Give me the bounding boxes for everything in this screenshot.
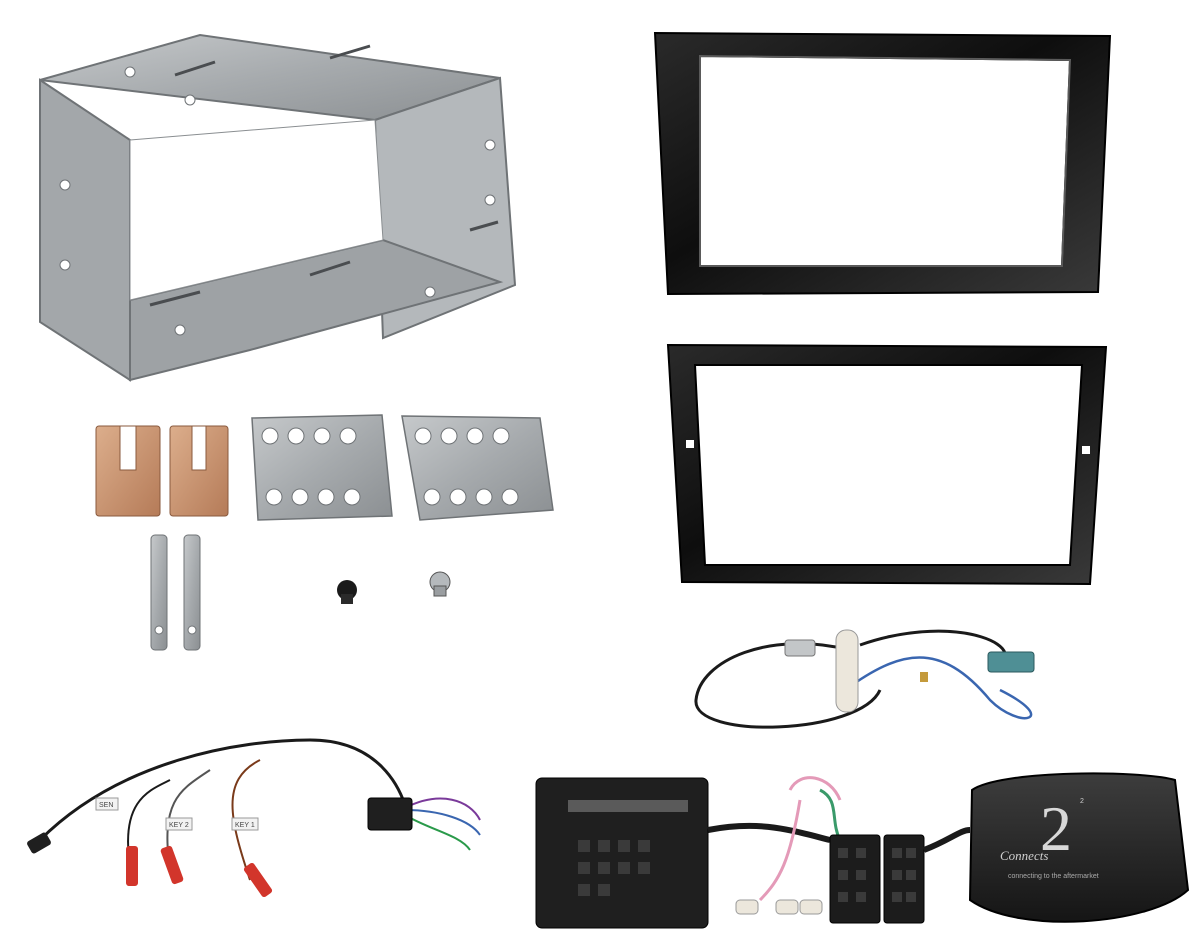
vehicle-harness	[535, 776, 971, 929]
connects2-brand: Connects	[1000, 848, 1048, 863]
antenna-adapter	[694, 629, 1035, 729]
fascia-frame	[653, 31, 1112, 296]
screws	[337, 571, 451, 604]
metal-cage	[39, 33, 517, 382]
connects2-logo-number: 2	[1040, 793, 1072, 864]
harness-tag-key1: KEY 1	[235, 822, 255, 829]
harness-tag-key2: KEY 2	[169, 822, 189, 829]
copper-clips	[95, 425, 229, 517]
mounting-plates	[251, 414, 554, 521]
steering-control-harness: SEN KEY 2 KEY 1	[27, 738, 481, 898]
connects2-brand-superscript: 2	[1080, 798, 1084, 805]
stalk-interface-box: 2 Connects 2 connecting to the aftermark…	[968, 772, 1190, 923]
release-keys	[150, 534, 201, 651]
fascia-surround	[666, 343, 1108, 586]
harness-tag-sen: SEN	[99, 802, 113, 809]
connects2-tagline: connecting to the aftermarket	[1008, 873, 1099, 880]
